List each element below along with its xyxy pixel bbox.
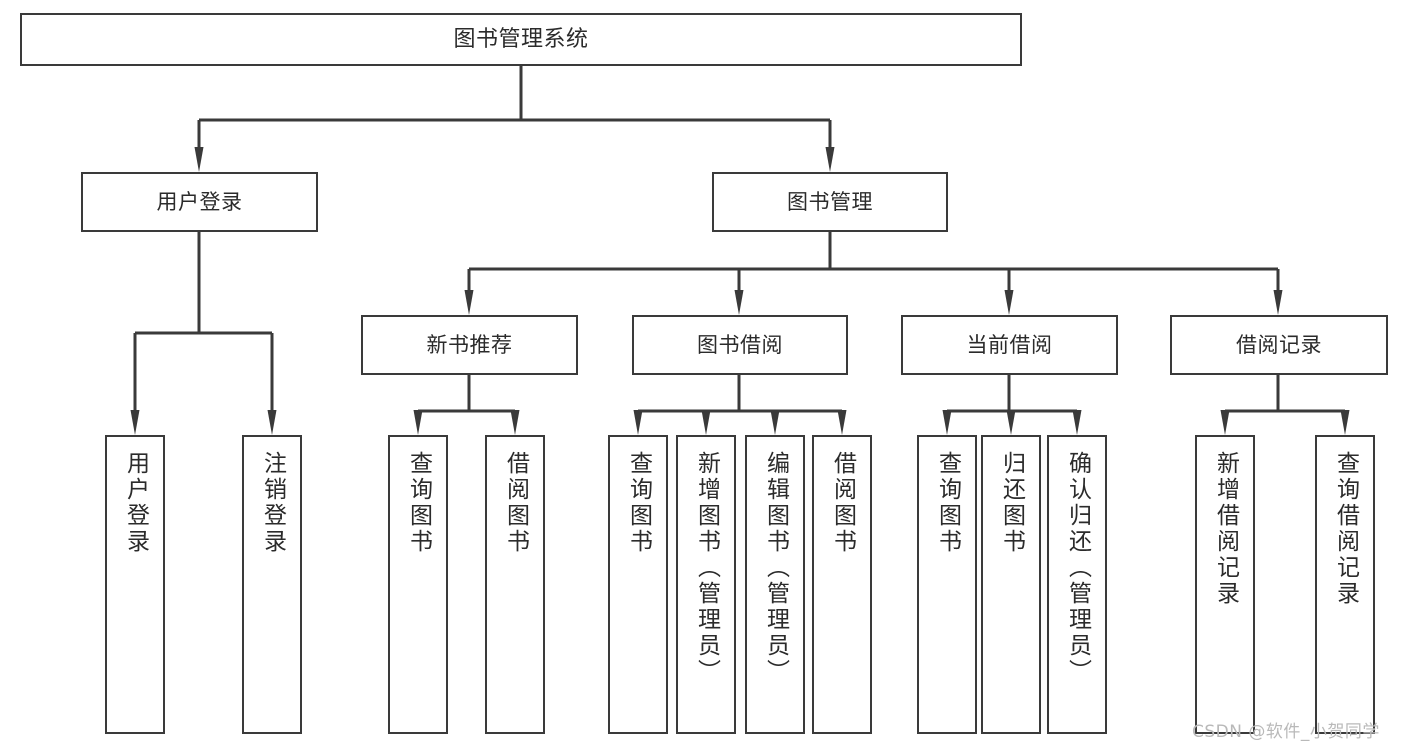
newbook-to-leaf-arrowhead-1 [510,410,520,435]
node-label-leaf-book-edit: 编辑图书（管理员） [762,451,789,685]
userlogin-to-leaf-arrowhead-1 [267,410,277,435]
node-label-root: 图书管理系统 [453,26,589,52]
node-leaf-book-edit[interactable]: 编辑图书（管理员） [745,435,805,734]
userlogin-to-leaf-arrowhead-0 [130,410,140,435]
node-leaf-cur-confirm[interactable]: 确认归还（管理员） [1047,435,1107,734]
newbook-to-leaf-arrowhead-0 [413,410,423,435]
node-leaf-book-borrow[interactable]: 借阅图书 [812,435,872,734]
node-label-leaf-cur-confirm: 确认归还（管理员） [1064,451,1091,685]
current-to-leaf-arrowhead-0 [942,410,952,435]
root-to-level1-arrowhead-0 [194,147,204,172]
node-label-leaf-user-logout: 注销登录 [259,451,286,555]
borrow-to-leaf-arrowhead-2 [770,410,780,435]
node-label-current-borrow: 当前借阅 [966,332,1053,357]
borrow-to-leaf-arrowhead-0 [633,410,643,435]
node-root[interactable]: 图书管理系统 [20,13,1022,66]
borrow-to-leaf-arrowhead-3 [837,410,847,435]
current-to-leaf-arrowhead-1 [1006,410,1016,435]
node-leaf-rec-add[interactable]: 新增借阅记录 [1195,435,1255,734]
borrow-to-leaf-arrowhead-1 [701,410,711,435]
node-book-manage[interactable]: 图书管理 [712,172,948,232]
record-to-leaf-arrowhead-0 [1220,410,1230,435]
node-label-user-login: 用户登录 [156,189,243,214]
node-leaf-cur-return[interactable]: 归还图书 [981,435,1041,734]
node-leaf-rec-borrow[interactable]: 借阅图书 [485,435,545,734]
node-leaf-borrow-query[interactable]: 查询图书 [608,435,668,734]
node-user-login[interactable]: 用户登录 [81,172,318,232]
record-to-leaf-arrowhead-1 [1340,410,1350,435]
node-label-leaf-book-borrow: 借阅图书 [829,451,856,555]
node-label-leaf-cur-query: 查询图书 [934,451,961,555]
node-label-book-manage: 图书管理 [787,189,873,214]
node-label-leaf-rec-add: 新增借阅记录 [1212,451,1239,607]
root-to-level1-arrowhead-1 [825,147,835,172]
bookmanage-to-l2-arrowhead-2 [1004,290,1014,315]
bookmanage-to-l2-arrowhead-1 [734,290,744,315]
node-leaf-cur-query[interactable]: 查询图书 [917,435,977,734]
node-label-leaf-rec-query-log: 查询借阅记录 [1332,451,1359,607]
node-label-leaf-book-add: 新增图书（管理员） [693,451,720,685]
node-label-book-borrow: 图书借阅 [697,332,783,357]
node-current-borrow[interactable]: 当前借阅 [901,315,1118,375]
node-new-book-rec[interactable]: 新书推荐 [361,315,578,375]
node-leaf-book-add[interactable]: 新增图书（管理员） [676,435,736,734]
node-label-leaf-rec-query: 查询图书 [405,451,432,555]
node-label-leaf-cur-return: 归还图书 [998,451,1025,555]
node-borrow-record[interactable]: 借阅记录 [1170,315,1388,375]
node-label-leaf-rec-borrow: 借阅图书 [502,451,529,555]
node-leaf-rec-query-log[interactable]: 查询借阅记录 [1315,435,1375,734]
node-label-new-book-rec: 新书推荐 [426,332,513,357]
node-leaf-user-login[interactable]: 用户登录 [105,435,165,734]
current-to-leaf-arrowhead-2 [1072,410,1082,435]
node-leaf-rec-query[interactable]: 查询图书 [388,435,448,734]
node-label-leaf-user-login: 用户登录 [122,451,149,555]
bookmanage-to-l2-arrowhead-3 [1273,290,1283,315]
node-leaf-user-logout[interactable]: 注销登录 [242,435,302,734]
node-label-leaf-borrow-query: 查询图书 [625,451,652,555]
bookmanage-to-l2-arrowhead-0 [464,290,474,315]
node-book-borrow[interactable]: 图书借阅 [632,315,848,375]
node-label-borrow-record: 借阅记录 [1236,332,1322,357]
